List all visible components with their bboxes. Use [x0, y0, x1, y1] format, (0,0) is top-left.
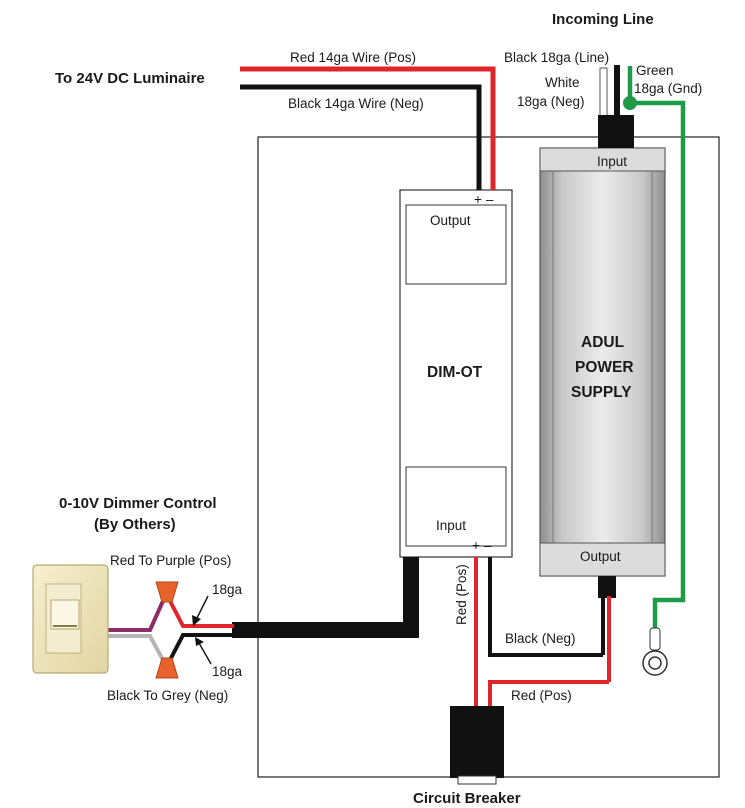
dimmer-title-line1: 0-10V Dimmer Control — [59, 495, 217, 512]
gauge-18ga-top-label: 18ga — [212, 582, 243, 597]
incoming-line-wires — [598, 65, 686, 676]
dim-ot-module: Output Input DIM-OT + – + – — [399, 189, 513, 558]
incoming-line-label: Incoming Line — [552, 11, 654, 28]
power-supply-output-label: Output — [580, 549, 621, 564]
green-18ga-gnd-label: 18ga (Gnd) — [634, 81, 702, 96]
arrow-18ga-top-head — [192, 615, 201, 626]
ground-junction-dot — [623, 96, 637, 110]
power-supply-input-label: Input — [597, 154, 627, 169]
black-neg-wire — [488, 557, 603, 657]
circuit-breaker-body — [450, 706, 504, 778]
dimmer-title-line2: (By Others) — [94, 516, 176, 533]
power-supply-name-line2: POWER — [575, 359, 634, 376]
wire-nut-bottom — [155, 657, 179, 679]
dim-ot-output-block — [405, 204, 507, 285]
dim-ot-input-plus: + — [472, 538, 480, 553]
power-supply-input-connector — [598, 115, 634, 148]
power-supply-output-wires — [474, 557, 616, 706]
red-dimmer-wire — [168, 600, 234, 628]
luminaire-wires — [240, 66, 496, 190]
dimmer-cable-sheath — [232, 557, 419, 638]
ground-lug-ring-inner — [648, 656, 662, 670]
power-supply-output-connector — [598, 576, 616, 598]
dim-ot-input-label: Input — [436, 518, 466, 533]
black-to-grey-label: Black To Grey (Neg) — [107, 688, 228, 703]
switch-slider — [50, 599, 80, 630]
green-label: Green — [636, 63, 674, 78]
grey-wire — [108, 634, 165, 661]
gauge-pointers — [192, 595, 212, 665]
red-pos-vertical-label: Red (Pos) — [454, 564, 469, 625]
black-dimmer-wire — [168, 633, 234, 661]
wire-nut-top — [155, 581, 179, 603]
circuit-breaker-foot — [457, 775, 497, 785]
black-14ga-wire — [240, 84, 482, 190]
purple-wire — [108, 600, 165, 632]
white-wire-stub — [599, 67, 608, 121]
dim-ot-output-plus: + — [474, 192, 482, 207]
dim-ot-name: DIM-OT — [427, 364, 483, 381]
white-18ga-neg-label: 18ga (Neg) — [517, 94, 585, 109]
power-supply: Input Output ADUL POWER SUPPLY — [539, 147, 666, 577]
red-14ga-label: Red 14ga Wire (Pos) — [290, 50, 416, 65]
dimmer-switch — [32, 564, 109, 674]
black-18ga-line-label: Black 18ga (Line) — [504, 50, 609, 65]
power-supply-bottom-panel — [539, 542, 666, 577]
dimmer-cable — [108, 557, 419, 679]
circuit-breaker: Circuit Breaker — [413, 706, 521, 807]
dim-ot-input-minus: – — [484, 538, 492, 553]
ground-lug-neck — [649, 627, 661, 651]
red-to-purple-label: Red To Purple (Pos) — [110, 553, 231, 568]
power-supply-name-line1: ADUL — [581, 334, 624, 351]
white-label: White — [545, 75, 580, 90]
arrow-18ga-bottom — [198, 642, 212, 665]
circuit-breaker-label: Circuit Breaker — [413, 790, 521, 807]
to-luminaire-label: To 24V DC Luminaire — [55, 70, 205, 87]
red-pos-wire-to-breaker — [488, 680, 609, 706]
arrow-18ga-top — [195, 595, 209, 621]
dim-ot-input-block — [405, 466, 507, 547]
red-14ga-wire — [240, 66, 496, 190]
black-14ga-label: Black 14ga Wire (Neg) — [288, 96, 424, 111]
power-supply-name-line3: SUPPLY — [571, 384, 632, 401]
arrow-18ga-bottom-head — [195, 637, 204, 646]
red-pos-label: Red (Pos) — [511, 688, 572, 703]
black-neg-label: Black (Neg) — [505, 631, 576, 646]
dim-ot-output-minus: – — [486, 192, 494, 207]
dim-ot-output-label: Output — [430, 213, 471, 228]
gauge-18ga-bottom-label: 18ga — [212, 664, 243, 679]
